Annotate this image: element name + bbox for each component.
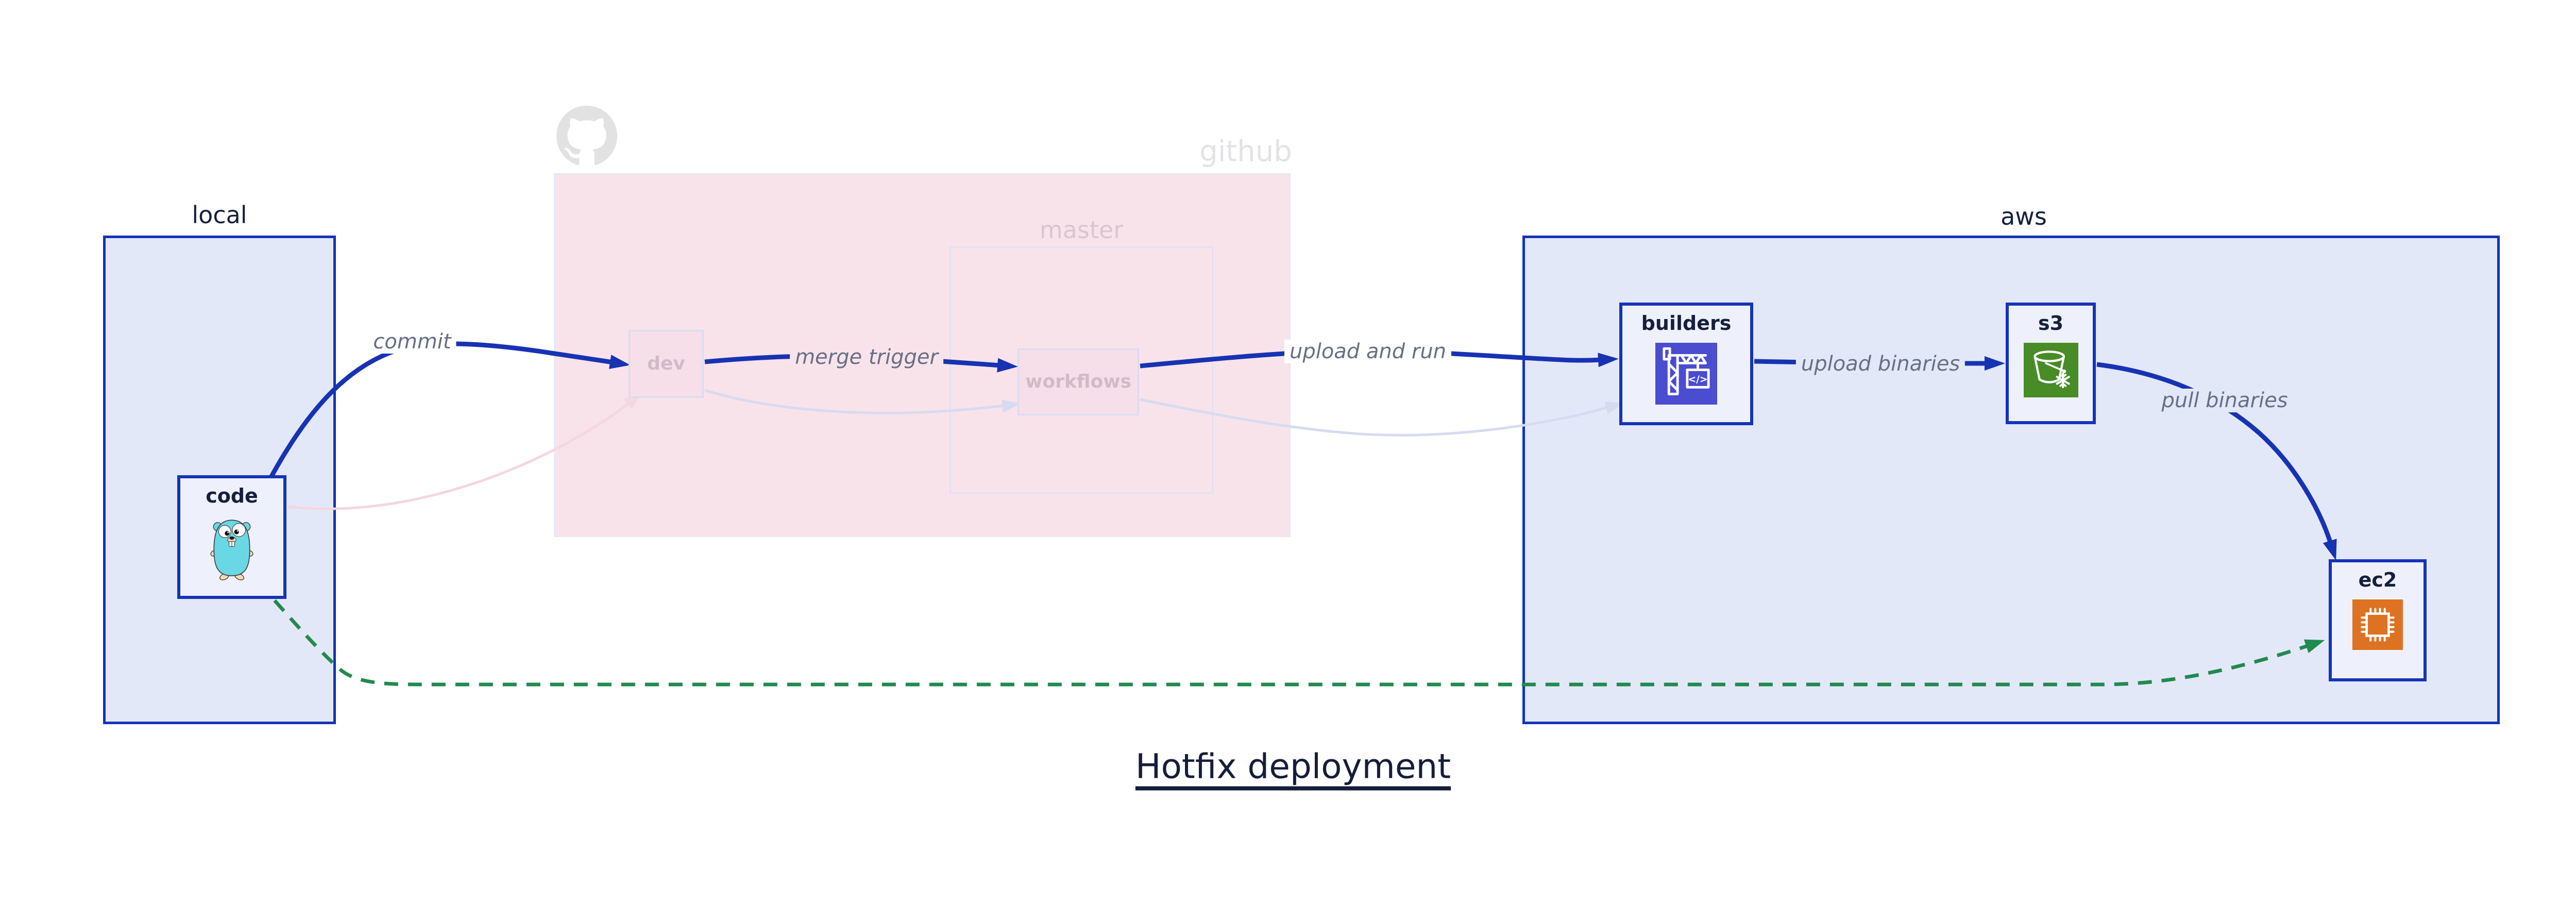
- node-workflows: workflows: [1018, 348, 1139, 415]
- node-code-label: code: [206, 485, 258, 507]
- go-gopher-icon: [210, 519, 253, 580]
- github-group-label: github: [1199, 135, 1292, 169]
- edge-label-commit: commit: [368, 330, 456, 354]
- local-group-label: local: [192, 201, 247, 229]
- node-builders-label: builders: [1641, 312, 1732, 335]
- aws-group-label: aws: [2001, 203, 2047, 230]
- aws-s3-bucket-icon: [2023, 342, 2078, 397]
- edge-label-upload-binaries: upload binaries: [1795, 352, 1965, 376]
- aws-codebuild-crane-icon: </>: [1655, 342, 1717, 405]
- edge-label-merge-trigger: merge trigger: [790, 345, 943, 369]
- node-workflows-label: workflows: [1025, 371, 1131, 393]
- master-subgroup-box: [950, 246, 1213, 494]
- node-dev: dev: [629, 330, 704, 398]
- node-builders: builders </>: [1619, 303, 1753, 425]
- edge-label-pull-binaries: pull binaries: [2156, 389, 2293, 412]
- svg-text:</>: </>: [1688, 374, 1707, 385]
- github-octocat-icon: [556, 106, 617, 165]
- aws-ec2-chip-icon: [2352, 599, 2403, 650]
- diagram-title: Hotfix deployment: [1135, 746, 1451, 787]
- node-code: code: [177, 475, 286, 599]
- edge-label-upload-and-run: upload and run: [1284, 340, 1452, 363]
- node-ec2-label: ec2: [2358, 569, 2397, 591]
- node-s3-label: s3: [2038, 312, 2064, 335]
- node-dev-label: dev: [647, 353, 685, 375]
- node-ec2: ec2: [2329, 559, 2427, 681]
- master-subgroup-label: master: [1039, 216, 1124, 244]
- node-s3: s3: [2006, 303, 2096, 424]
